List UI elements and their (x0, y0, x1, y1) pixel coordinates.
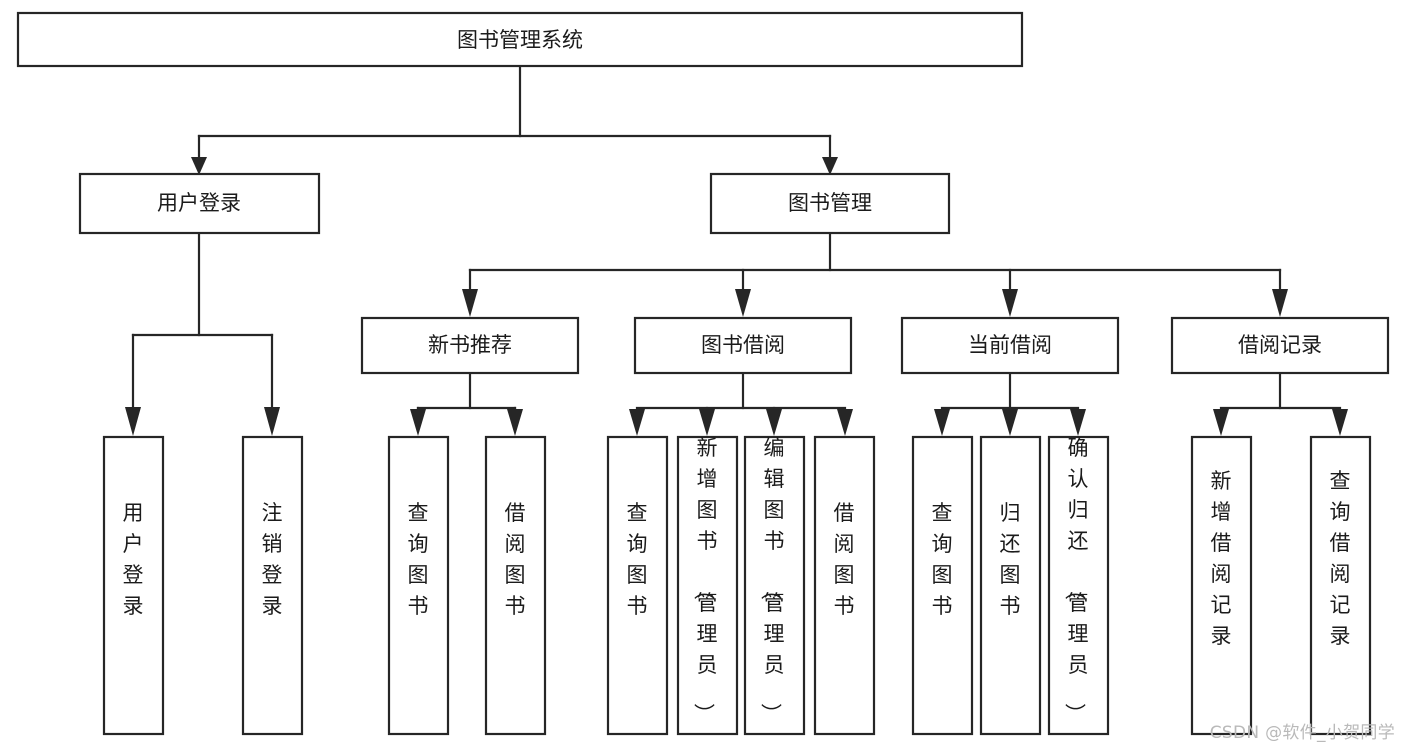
node-book-manage-label: 图书管理 (788, 191, 872, 215)
leaf-node-bb-borrow-book[interactable]: 借阅图书 (813, 435, 876, 736)
leaf-node-bb-borrow-book-label: 借阅图书 (834, 501, 855, 618)
arrow-head-new-book-recommend (462, 289, 478, 317)
node-borrow-record[interactable]: 借阅记录 (1170, 316, 1390, 375)
leaf-node-logout-label: 注销登录 (262, 501, 283, 618)
leaf-node-bb-borrow-book-box[interactable] (813, 435, 876, 736)
leaf-node-cb-return-book[interactable]: 归还图书 (979, 435, 1042, 736)
leaf-node-br-add-record[interactable]: 新增借阅记录 (1190, 435, 1253, 736)
arrow-head-bb-leaf-4 (837, 409, 853, 436)
arrow-head-book-manage (822, 157, 838, 175)
node-new-book-recommend-label: 新书推荐 (428, 333, 512, 357)
arrow-head-cb-leaf-2 (1002, 409, 1018, 436)
node-new-book-recommend[interactable]: 新书推荐 (360, 316, 580, 375)
leaf-node-br-query-record-box[interactable] (1309, 435, 1372, 736)
node-book-manage-box[interactable] (709, 172, 951, 235)
leaf-node-logout[interactable]: 注销登录 (241, 435, 304, 736)
arrow-head-borrow-record (1272, 289, 1288, 317)
leaf-node-cb-confirm-return-label: 确认归还（管理员） (1063, 436, 1089, 724)
node-user-login-box[interactable] (78, 172, 321, 235)
leaf-node-cb-return-book-box[interactable] (979, 435, 1042, 736)
leaf-node-nb-borrow-book[interactable]: 借阅图书 (484, 435, 547, 736)
leaf-node-bb-add-book[interactable]: 新增图书（管理员） (676, 435, 739, 736)
leaf-node-cb-query-book-label: 查询图书 (932, 501, 953, 618)
arrow-head-leaf-user-login (125, 407, 141, 436)
leaf-node-user-login-box[interactable] (102, 435, 165, 736)
leaf-node-bb-edit-book[interactable]: 编辑图书（管理员） (743, 435, 806, 736)
leaf-node-bb-query-book-label: 查询图书 (627, 501, 648, 618)
node-root-box[interactable] (16, 11, 1024, 68)
leaf-node-br-add-record-box[interactable] (1190, 435, 1253, 736)
node-book-borrow-label: 图书借阅 (701, 333, 785, 357)
arrow-head-nb-leaf-1 (410, 409, 426, 436)
arrow-head-cb-leaf-1 (934, 409, 950, 436)
leaf-node-cb-query-book-box[interactable] (911, 435, 974, 736)
leaf-node-bb-query-book[interactable]: 查询图书 (606, 435, 669, 736)
node-current-borrow-label: 当前借阅 (968, 333, 1052, 357)
leaf-node-nb-borrow-book-box[interactable] (484, 435, 547, 736)
arrow-head-bb-leaf-1 (629, 409, 645, 436)
leaf-node-br-query-record[interactable]: 查询借阅记录 (1309, 435, 1372, 736)
node-book-borrow[interactable]: 图书借阅 (633, 316, 853, 375)
arrow-head-cb-leaf-3 (1070, 409, 1086, 436)
leaf-node-cb-confirm-return-box[interactable] (1047, 435, 1110, 736)
node-book-borrow-box[interactable] (633, 316, 853, 375)
node-borrow-record-label: 借阅记录 (1238, 333, 1322, 357)
leaf-node-logout-box[interactable] (241, 435, 304, 736)
leaf-node-user-login-label: 用户登录 (123, 501, 144, 618)
leaf-node-bb-query-book-box[interactable] (606, 435, 669, 736)
node-current-borrow-box[interactable] (900, 316, 1120, 375)
leaf-node-bb-edit-book-box[interactable] (743, 435, 806, 736)
leaf-node-bb-add-book-box[interactable] (676, 435, 739, 736)
leaf-node-bb-edit-book-label: 编辑图书（管理员） (759, 436, 785, 724)
node-root[interactable]: 图书管理系统 (16, 11, 1024, 68)
arrow-head-br-leaf-2 (1332, 409, 1348, 436)
leaf-node-br-query-record-label: 查询借阅记录 (1330, 469, 1351, 648)
arrow-head-bb-leaf-3 (766, 409, 782, 436)
csdn-watermark: CSDN @软件_小贺同学 (1209, 723, 1395, 743)
node-root-label: 图书管理系统 (457, 28, 583, 52)
leaf-node-cb-confirm-return[interactable]: 确认归还（管理员） (1047, 435, 1110, 736)
node-user-login[interactable]: 用户登录 (78, 172, 321, 235)
node-book-manage[interactable]: 图书管理 (709, 172, 951, 235)
arrow-head-book-borrow (735, 289, 751, 317)
leaf-node-bb-add-book-label: 新增图书（管理员） (692, 436, 718, 724)
leaf-node-cb-query-book[interactable]: 查询图书 (911, 435, 974, 736)
arrow-head-leaf-logout (264, 407, 280, 436)
leaf-node-user-login[interactable]: 用户登录 (102, 435, 165, 736)
leaf-node-nb-borrow-book-label: 借阅图书 (505, 501, 526, 618)
arrow-head-user-login (191, 157, 207, 175)
node-current-borrow[interactable]: 当前借阅 (900, 316, 1120, 375)
node-borrow-record-box[interactable] (1170, 316, 1390, 375)
leaf-node-cb-return-book-label: 归还图书 (1000, 501, 1021, 618)
leaf-node-nb-query-book-label: 查询图书 (408, 501, 429, 618)
arrow-head-nb-leaf-2 (507, 409, 523, 436)
arrow-head-bb-leaf-2 (699, 409, 715, 436)
leaf-node-nb-query-book[interactable]: 查询图书 (387, 435, 450, 736)
connector-layer (125, 64, 1348, 436)
node-user-login-label: 用户登录 (157, 191, 241, 215)
arrow-head-current-borrow (1002, 289, 1018, 317)
leaf-node-br-add-record-label: 新增借阅记录 (1211, 469, 1232, 648)
arrow-head-br-leaf-1 (1213, 409, 1229, 436)
node-new-book-recommend-box[interactable] (360, 316, 580, 375)
leaf-node-nb-query-book-box[interactable] (387, 435, 450, 736)
